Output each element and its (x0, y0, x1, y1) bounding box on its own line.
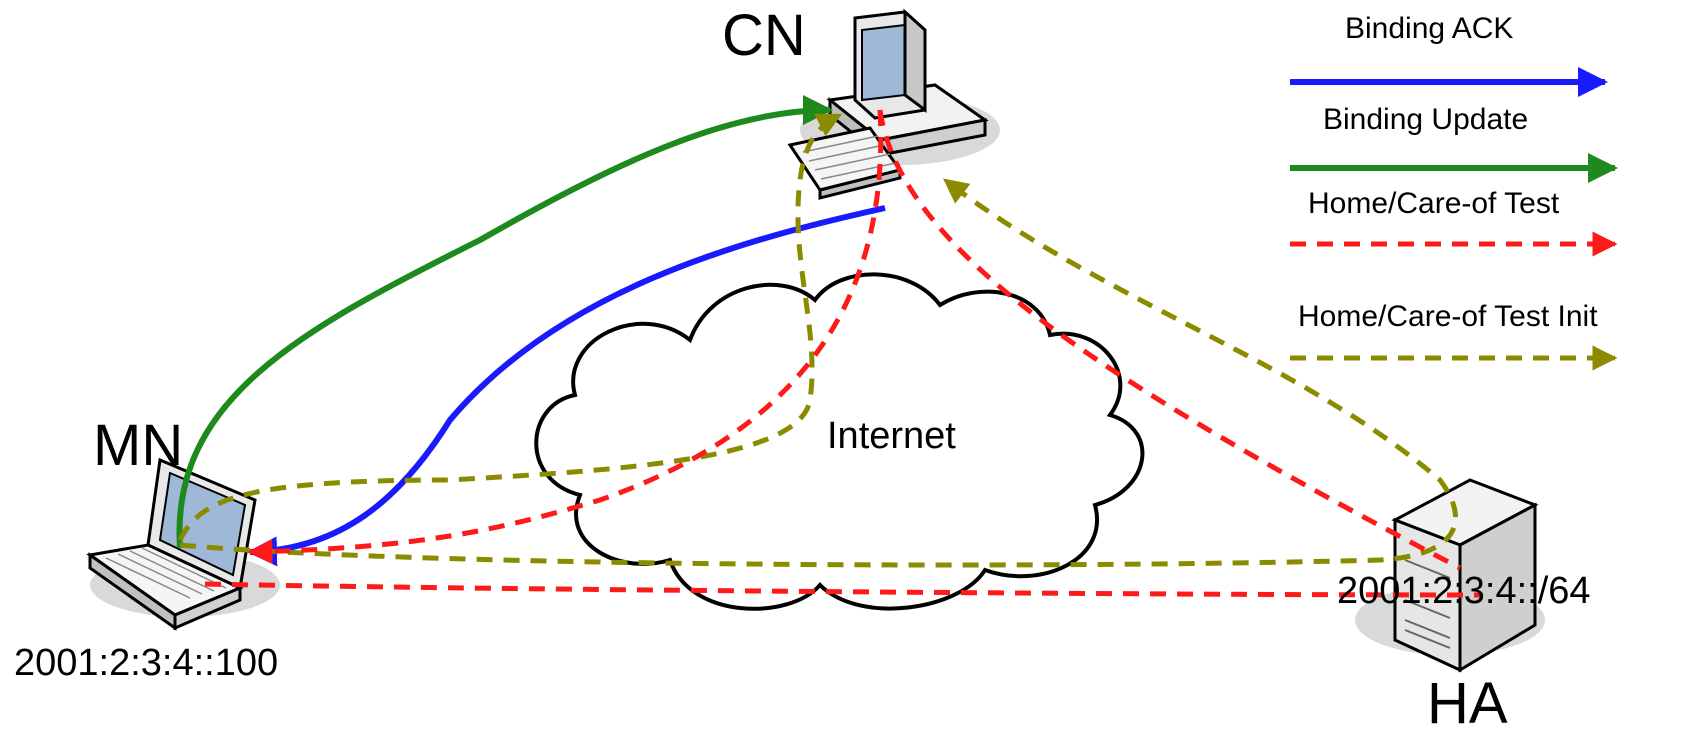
cn-label: CN (722, 3, 806, 68)
mn-address: 2001:2:3:4::100 (14, 642, 279, 684)
internet-label: Internet (827, 415, 956, 457)
legend-home-test-label: Home/Care-of Test (1308, 187, 1560, 220)
legend-home-test-init-label: Home/Care-of Test Init (1298, 300, 1598, 333)
ha-label: HA (1427, 671, 1508, 736)
legend-binding-update-label: Binding Update (1323, 103, 1529, 136)
home-test-init-arrows (177, 112, 1458, 568)
legend-binding-ack-label: Binding ACK (1345, 12, 1514, 45)
legend (1290, 67, 1618, 371)
mn-label: MN (93, 413, 184, 478)
home-test-arrows (204, 109, 1481, 598)
binding-update-arrow (176, 95, 833, 549)
cn-computer-icon (787, 8, 1000, 200)
internet-cloud (534, 272, 1145, 611)
ha-server-icon (1355, 478, 1545, 673)
ha-address: 2001:2:3:4::/64 (1337, 570, 1591, 612)
binding-ack-arrow (247, 205, 886, 567)
